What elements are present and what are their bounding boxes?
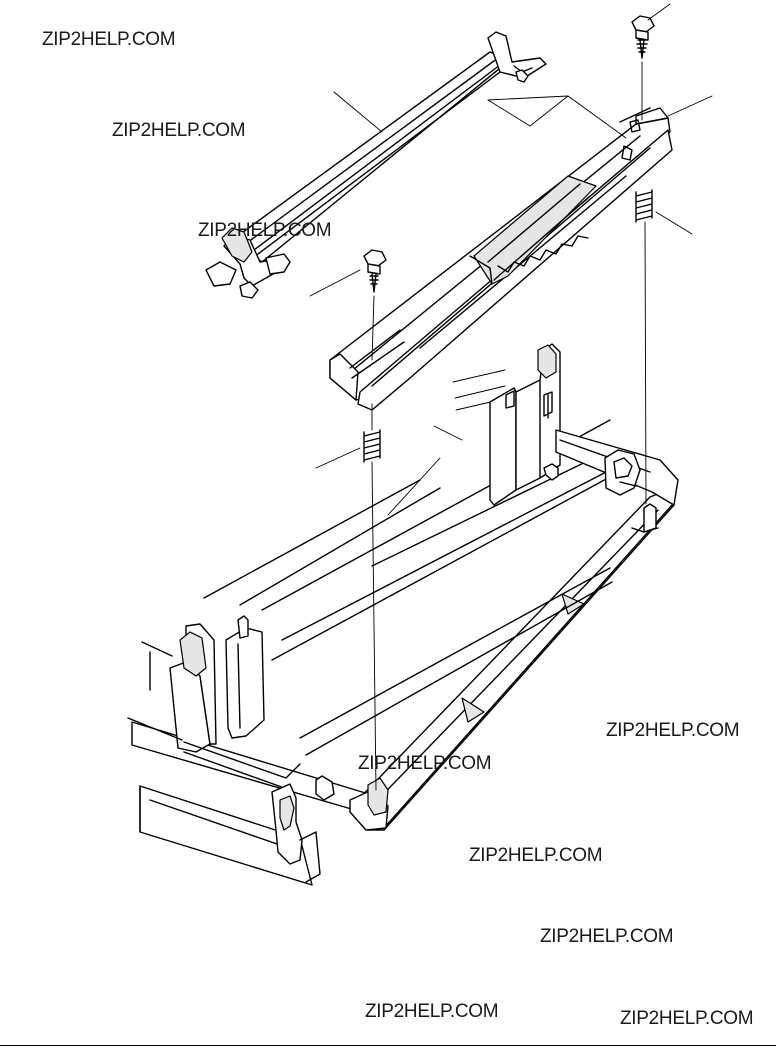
watermark-text: ZIP2HELP.COM (42, 29, 176, 50)
watermark-text: ZIP2HELP.COM (198, 220, 332, 241)
spring-left (315, 403, 381, 791)
page-bottom-rule (0, 1045, 776, 1046)
watermark-text: ZIP2HELP.COM (112, 120, 246, 141)
rail-bar (205, 31, 547, 299)
screw-left (309, 249, 387, 361)
watermark-text: ZIP2HELP.COM (620, 1008, 754, 1029)
base-frame (127, 343, 679, 886)
spring-right (635, 189, 693, 505)
watermark-text: ZIP2HELP.COM (365, 1001, 499, 1022)
screw-top (631, 3, 671, 121)
upper-guide (329, 95, 713, 411)
watermark-text: ZIP2HELP.COM (469, 845, 603, 866)
watermark-text: ZIP2HELP.COM (606, 720, 740, 741)
watermark-text: ZIP2HELP.COM (540, 926, 674, 947)
watermark-text: ZIP2HELP.COM (358, 753, 492, 774)
